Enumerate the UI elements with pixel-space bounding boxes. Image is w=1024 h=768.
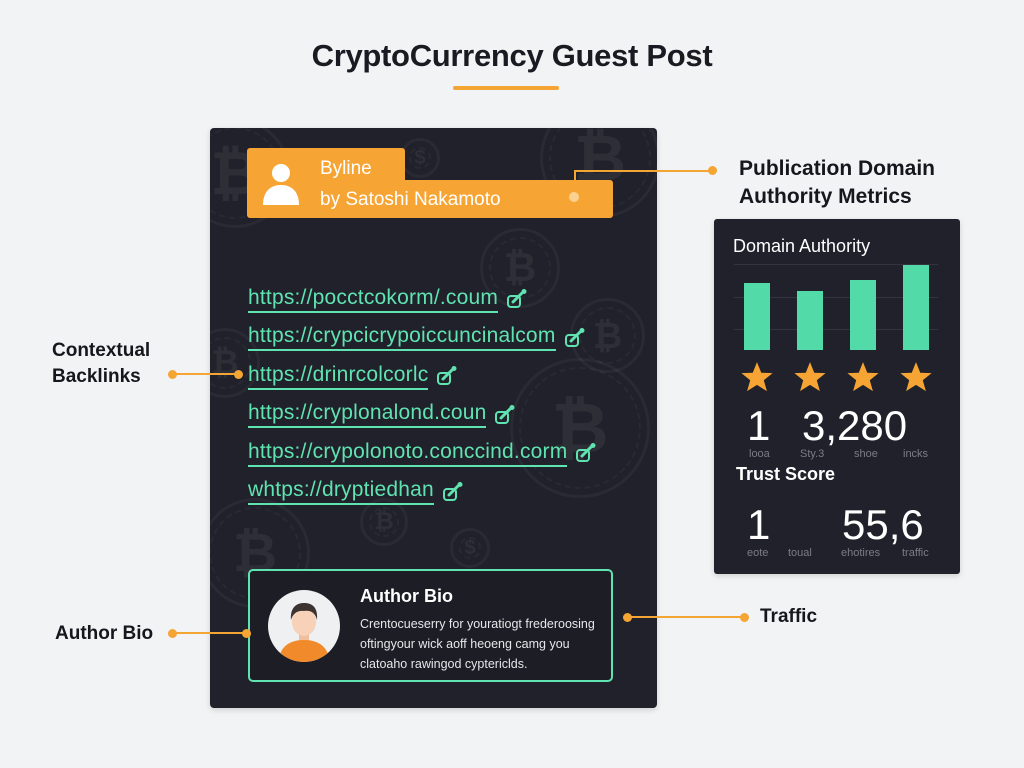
chart-bar xyxy=(744,283,770,350)
star-icon xyxy=(741,362,773,392)
author-bio-title: Author Bio xyxy=(360,586,453,606)
byline-connector-dot xyxy=(569,192,579,202)
page-title: CryptoCurrency Guest Post xyxy=(311,38,713,73)
edit-link-icon[interactable] xyxy=(436,365,458,387)
author-bio-card: Author Bio Crentocueserry for youratiogt… xyxy=(248,569,613,682)
metric-label: incks xyxy=(903,448,929,460)
edit-link-icon[interactable] xyxy=(506,288,528,310)
author-bio-connector-line xyxy=(172,632,246,634)
backlink-item: https://cryplonalond.coun xyxy=(248,396,597,435)
metric-label: ehotires xyxy=(841,547,881,559)
person-avatar-icon xyxy=(268,590,340,662)
metric-label: eote xyxy=(747,547,769,559)
metric-value: 1 xyxy=(747,402,771,449)
chart-gridline xyxy=(734,297,938,298)
contextual-backlinks-label: Contextual Backlinks xyxy=(52,340,151,387)
chart-bar xyxy=(797,291,823,350)
publication-metrics-label: Publication Domain Authority Metrics xyxy=(739,157,936,208)
author-bio-label: Author Bio xyxy=(55,623,154,644)
byline-bar xyxy=(247,180,613,218)
backlink-item: https://crypolonoto.conccind.corm xyxy=(248,434,597,473)
backlink-url[interactable]: https://crypcicrypoiccuncinalcom xyxy=(248,324,556,352)
byline-connector-dot xyxy=(708,166,717,175)
metric-value: 55,6 xyxy=(842,501,924,548)
metric-label: shoe xyxy=(854,448,878,460)
chart-gridline xyxy=(734,329,938,330)
guest-post-card: ₿ ₿ $ ₿ ₿ ₿ ₿ ₿ ₿ $ Byline by Satoshi Na… xyxy=(210,128,657,708)
star-icon xyxy=(847,362,879,392)
domain-authority-metrics-card: Domain Authority 1 3,280 looa Sty.3 shoe… xyxy=(714,219,960,574)
bitcoin-coin-icon: ₿ xyxy=(540,128,657,218)
metric-label: traffic xyxy=(902,547,929,559)
metric-label: Sty.3 xyxy=(800,448,825,460)
bitcoin-coin-icon: ₿ xyxy=(360,498,408,546)
backlink-item: https://pocctcokorm/.coum xyxy=(248,280,597,319)
chart-bar xyxy=(850,280,876,350)
traffic-connector-line xyxy=(627,616,745,618)
backlinks-list: https://pocctcokorm/.coum https://crypci… xyxy=(248,280,597,511)
bitcoin-coin-icon: ₿ xyxy=(210,328,260,398)
byline-connector-line xyxy=(574,170,712,172)
edit-link-icon[interactable] xyxy=(575,442,597,464)
traffic-label: Traffic xyxy=(760,606,818,627)
chart-gridline xyxy=(734,264,938,265)
star-icon xyxy=(794,362,826,392)
star-icon xyxy=(900,362,932,392)
byline-connector-line xyxy=(574,170,576,190)
bitcoin-coin-icon: ₿ xyxy=(510,358,650,498)
byline-label: Byline xyxy=(320,158,372,179)
byline-author: by Satoshi Nakamoto xyxy=(320,189,501,210)
backlink-url[interactable]: https://drinrcolcorlc xyxy=(248,363,429,390)
title-underline xyxy=(453,86,559,90)
metric-label: looa xyxy=(749,448,770,460)
backlink-url[interactable]: https://pocctcokorm/.coum xyxy=(248,286,499,313)
author-bio-text: Crentocueserry for youratiogt frederoosi… xyxy=(360,617,595,671)
dollar-coin-icon: $ xyxy=(450,528,490,568)
backlink-item: https://crypcicrypoiccuncinalcom xyxy=(248,319,597,358)
backlink-item: https://drinrcolcorlc xyxy=(248,357,597,396)
user-icon xyxy=(263,164,299,205)
backlink-url[interactable]: whtps://dryptiedhan xyxy=(248,478,434,506)
metric-value: 1 xyxy=(747,501,771,548)
chart-bar xyxy=(903,265,929,350)
backlinks-connector-line xyxy=(172,373,238,375)
backlink-url[interactable]: https://crypolonoto.conccind.corm xyxy=(248,440,568,467)
metric-value: 3,280 xyxy=(802,402,908,449)
traffic-connector-dot xyxy=(740,613,749,622)
metric-label: toual xyxy=(788,547,812,559)
edit-link-icon[interactable] xyxy=(442,481,464,503)
backlink-item: whtps://dryptiedhan xyxy=(248,473,597,512)
backlinks-connector-dot xyxy=(234,370,243,379)
edit-link-icon[interactable] xyxy=(564,327,586,349)
domain-authority-title: Domain Authority xyxy=(733,236,871,256)
edit-link-icon[interactable] xyxy=(494,404,516,426)
backlink-url[interactable]: https://cryplonalond.coun xyxy=(248,401,487,429)
trust-score-title: Trust Score xyxy=(736,464,836,484)
byline-banner: Byline by Satoshi Nakamoto xyxy=(247,148,613,218)
author-bio-connector-dot xyxy=(242,629,251,638)
